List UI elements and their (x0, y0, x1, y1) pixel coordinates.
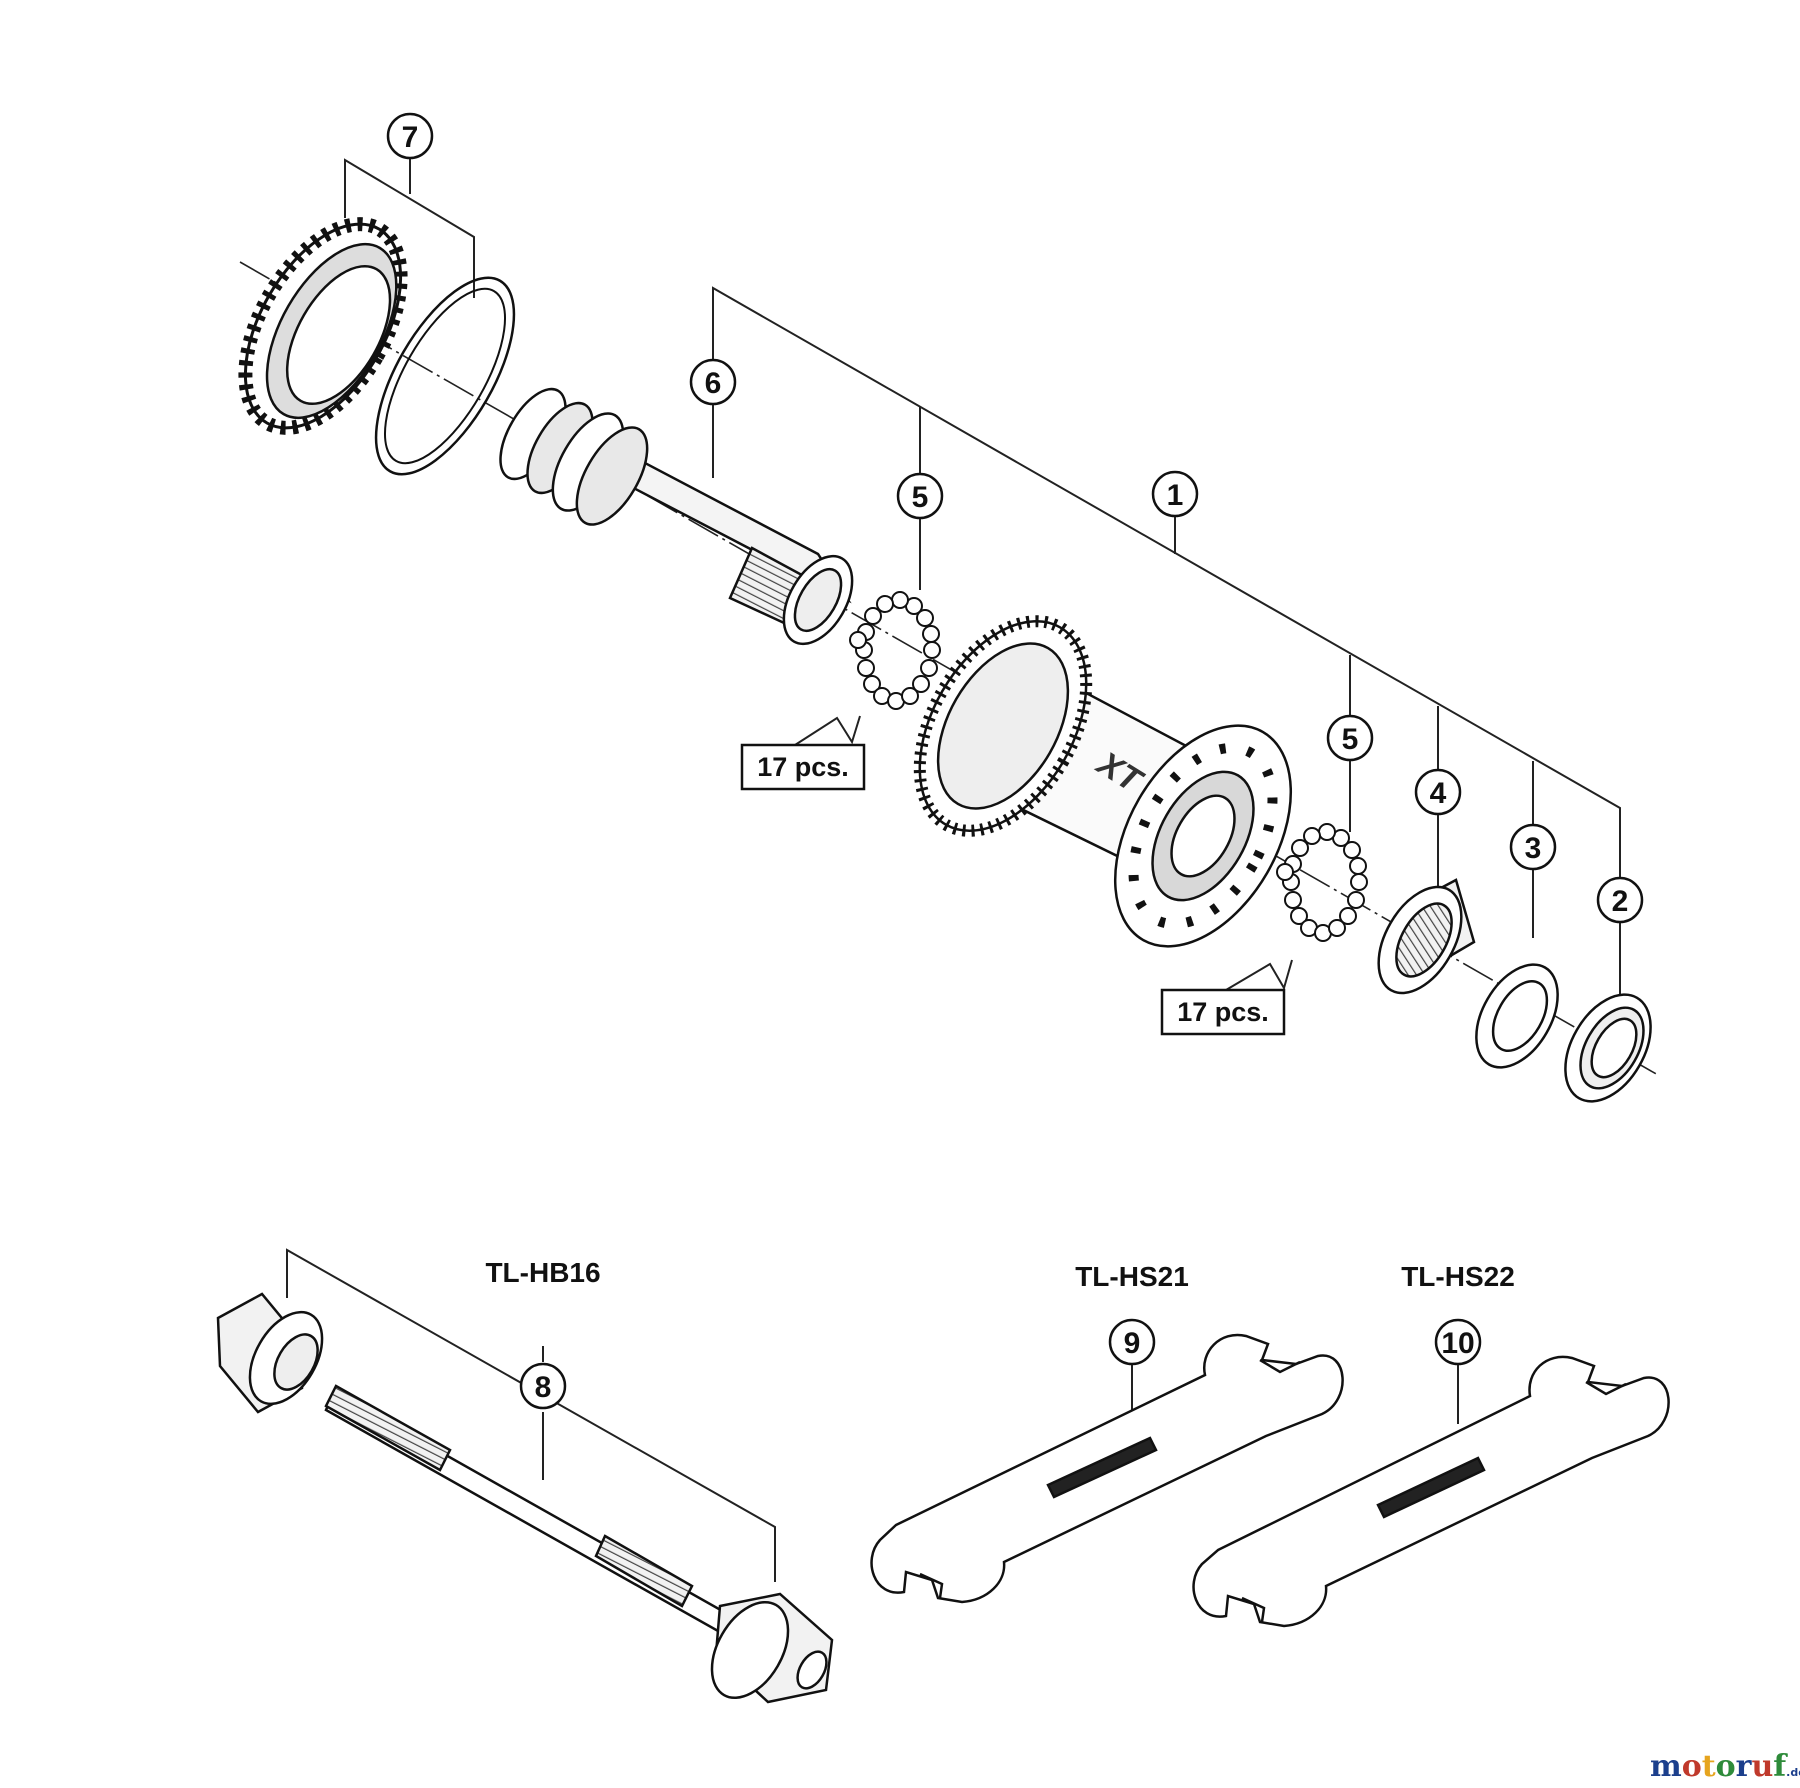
callout-5-upper: 5 (896, 472, 944, 520)
leader-lines (344, 158, 1621, 1000)
quantity-box-upper: 17 pcs. (740, 743, 866, 791)
part-ball-bearings-upper (849, 591, 941, 710)
tool-hub-axle (216, 1292, 834, 1704)
callout-8-label: 8 (535, 1371, 552, 1404)
tool-label-tl-hs22: TL-HS22 (1401, 1261, 1515, 1292)
callout-5-upper-label: 5 (912, 481, 929, 514)
callout-6: 6 (689, 358, 737, 406)
callout-1-label: 1 (1167, 479, 1184, 512)
part-lock-washer (1475, 963, 1559, 1069)
callout-7-label: 7 (402, 121, 419, 154)
tool-cone-wrench-21 (870, 1333, 1344, 1604)
callout-4: 4 (1414, 768, 1462, 816)
callout-5-lower-label: 5 (1342, 723, 1359, 756)
callout-10: 10 (1434, 1318, 1482, 1366)
callout-3-label: 3 (1525, 832, 1542, 865)
callout-4-label: 4 (1430, 777, 1447, 810)
tool-label-tl-hb16: TL-HB16 (485, 1257, 600, 1288)
callout-2: 2 (1596, 876, 1644, 924)
part-lock-nut (1564, 993, 1652, 1103)
callout-9: 9 (1108, 1318, 1156, 1366)
quantity-box-lower: 17 pcs. (1160, 988, 1286, 1036)
assembly-axis (239, 261, 1659, 1076)
callout-8: 8 (519, 1362, 567, 1410)
callout-5-lower: 5 (1326, 714, 1374, 762)
callout-7: 7 (386, 112, 434, 160)
part-cone (1377, 878, 1476, 995)
callout-2-label: 2 (1612, 885, 1629, 918)
callout-9-label: 9 (1124, 1327, 1141, 1360)
tool-cone-wrench-22 (1192, 1355, 1670, 1628)
callout-3: 3 (1509, 823, 1557, 871)
watermark-logo: motoruf.de (1650, 1749, 1800, 1784)
quantity-lower-text: 17 pcs. (1177, 997, 1269, 1027)
callout-10-label: 10 (1441, 1327, 1474, 1360)
tool-label-tl-hs21: TL-HS21 (1075, 1261, 1189, 1292)
part-spacer-washer (374, 276, 516, 476)
part-lock-ring (238, 217, 408, 435)
quantity-upper-text: 17 pcs. (757, 752, 849, 782)
callout-1: 1 (1151, 470, 1199, 518)
part-axle-body (499, 387, 854, 646)
part-hub-shell (913, 615, 1293, 948)
part-ball-bearings-lower (1276, 823, 1368, 942)
callout-6-label: 6 (705, 367, 722, 400)
